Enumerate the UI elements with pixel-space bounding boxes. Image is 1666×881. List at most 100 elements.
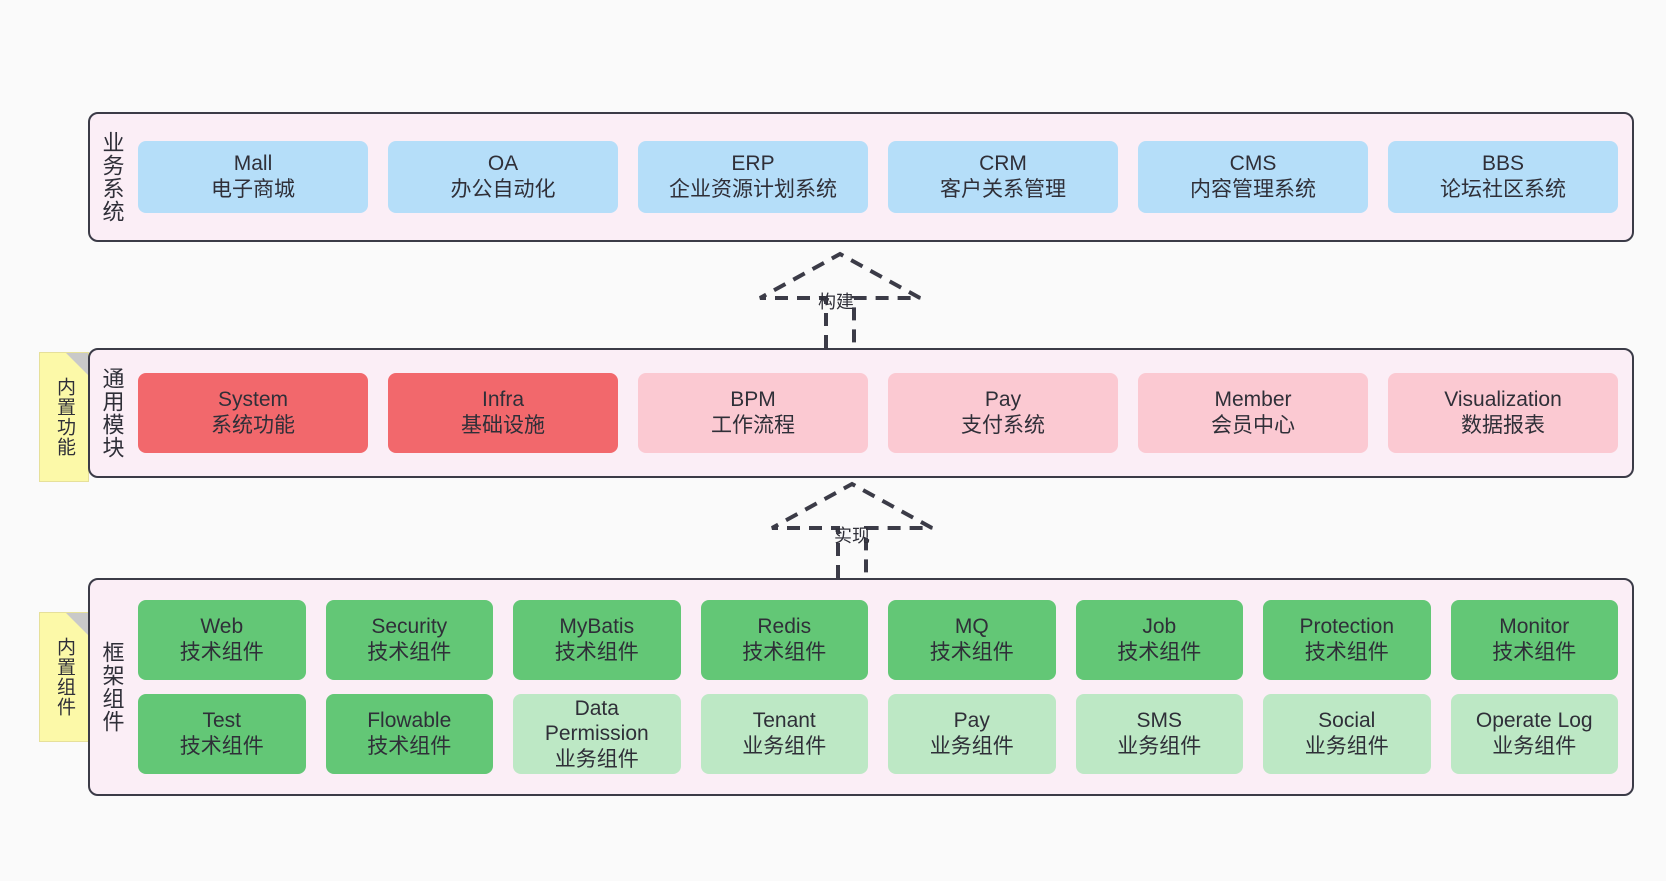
node-subtitle: 技术组件: [179, 641, 264, 664]
sticky-note-builtin-components: 内置组件: [39, 612, 89, 742]
row: System 系统功能 Infra 基础设施 BPM 工作流程 Pay 支付系统…: [138, 373, 1618, 453]
layer-title-framework: 框架组件: [99, 641, 125, 733]
node-title: CRM: [979, 152, 1027, 176]
node-title: System: [217, 388, 288, 412]
node-subtitle: 技术组件: [1492, 641, 1577, 664]
node-data-permission[interactable]: Data Permission 业务组件: [513, 694, 681, 774]
node-cms[interactable]: CMS 内容管理系统: [1138, 141, 1368, 213]
node-monitor[interactable]: Monitor 技术组件: [1450, 600, 1618, 680]
node-mq[interactable]: MQ 技术组件: [888, 600, 1056, 680]
connector-build: 构建: [740, 251, 940, 348]
node-subtitle: 电子商城: [211, 178, 295, 201]
node-title: SMS: [1136, 709, 1182, 733]
node-title: Pay: [953, 709, 990, 733]
layer-body-framework: Web 技术组件 Security 技术组件 MyBatis 技术组件 Redi…: [134, 580, 1632, 794]
node-title: Flowable: [367, 709, 452, 733]
node-title: Data Permission: [544, 696, 649, 746]
node-title: OA: [487, 152, 519, 176]
node-title: CMS: [1229, 152, 1277, 176]
node-erp[interactable]: ERP 企业资源计划系统: [638, 141, 868, 213]
node-subtitle: 数据报表: [1461, 414, 1545, 437]
node-subtitle: 办公自动化: [450, 178, 556, 201]
layer-title-business: 业务系统: [99, 131, 125, 223]
generalization-arrow-icon: [759, 251, 921, 348]
node-oa[interactable]: OA 办公自动化: [388, 141, 618, 213]
node-subtitle: 业务组件: [554, 747, 639, 771]
node-subtitle: 业务组件: [1117, 735, 1202, 758]
node-title: Social: [1318, 709, 1376, 733]
node-sms[interactable]: SMS 业务组件: [1075, 694, 1243, 774]
node-subtitle: 业务组件: [1304, 735, 1389, 758]
node-subtitle: 会员中心: [1211, 414, 1295, 437]
node-security[interactable]: Security 技术组件: [325, 600, 493, 680]
node-title: Member: [1214, 388, 1292, 412]
row: Mall 电子商城 OA 办公自动化 ERP 企业资源计划系统 CRM 客户关系…: [138, 141, 1618, 213]
node-subtitle: 客户关系管理: [940, 178, 1066, 201]
node-redis[interactable]: Redis 技术组件: [700, 600, 868, 680]
node-title: Mall: [233, 152, 273, 176]
node-operate-log[interactable]: Operate Log 业务组件: [1450, 694, 1618, 774]
row: Web 技术组件 Security 技术组件 MyBatis 技术组件 Redi…: [138, 600, 1618, 680]
sticky-note-label: 内置组件: [53, 637, 75, 717]
connector-label-implement: 实现: [834, 526, 870, 546]
node-subtitle: 业务组件: [929, 735, 1014, 758]
node-subtitle: 基础设施: [461, 414, 545, 437]
node-subtitle: 企业资源计划系统: [669, 178, 837, 201]
node-tenant[interactable]: Tenant 业务组件: [700, 694, 868, 774]
node-title: BBS: [1481, 152, 1525, 176]
connector-implement: 实现: [752, 481, 952, 578]
layer-common-modules: 通用模块 System 系统功能 Infra 基础设施 BPM 工作流程 Pay…: [88, 348, 1634, 478]
node-mybatis[interactable]: MyBatis 技术组件: [513, 600, 681, 680]
node-subtitle: 技术组件: [1304, 641, 1389, 664]
node-subtitle: 技术组件: [742, 641, 827, 664]
node-web[interactable]: Web 技术组件: [138, 600, 306, 680]
row: Test 技术组件 Flowable 技术组件 Data Permission …: [138, 694, 1618, 774]
node-subtitle: 工作流程: [711, 414, 795, 437]
node-subtitle: 系统功能: [211, 414, 295, 437]
node-title: Security: [371, 615, 448, 639]
layer-body-business: Mall 电子商城 OA 办公自动化 ERP 企业资源计划系统 CRM 客户关系…: [134, 114, 1632, 240]
layer-business-systems: 业务系统 Mall 电子商城 OA 办公自动化 ERP 企业资源计划系统 CRM…: [88, 112, 1634, 242]
node-infra[interactable]: Infra 基础设施: [388, 373, 618, 453]
node-system[interactable]: System 系统功能: [138, 373, 368, 453]
node-title: MyBatis: [559, 615, 635, 639]
node-subtitle: 业务组件: [1492, 735, 1577, 758]
node-title: Redis: [757, 615, 812, 639]
node-subtitle: 技术组件: [179, 735, 264, 758]
node-bpm[interactable]: BPM 工作流程: [638, 373, 868, 453]
node-protection[interactable]: Protection 技术组件: [1263, 600, 1431, 680]
node-pay-component[interactable]: Pay 业务组件: [888, 694, 1056, 774]
node-title: Monitor: [1499, 615, 1570, 639]
node-flowable[interactable]: Flowable 技术组件: [325, 694, 493, 774]
node-subtitle: 支付系统: [961, 414, 1045, 437]
node-bbs[interactable]: BBS 论坛社区系统: [1388, 141, 1618, 213]
node-title: Job: [1142, 615, 1177, 639]
node-social[interactable]: Social 业务组件: [1263, 694, 1431, 774]
node-title: ERP: [731, 152, 775, 176]
node-pay[interactable]: Pay 支付系统: [888, 373, 1118, 453]
node-title: BPM: [730, 388, 776, 412]
node-title: Infra: [481, 388, 525, 412]
node-crm[interactable]: CRM 客户关系管理: [888, 141, 1118, 213]
node-subtitle: 内容管理系统: [1190, 178, 1316, 201]
node-mall[interactable]: Mall 电子商城: [138, 141, 368, 213]
node-test[interactable]: Test 技术组件: [138, 694, 306, 774]
layer-body-modules: System 系统功能 Infra 基础设施 BPM 工作流程 Pay 支付系统…: [134, 350, 1632, 476]
node-subtitle: 技术组件: [367, 641, 452, 664]
node-title: Tenant: [752, 709, 816, 733]
generalization-arrow-icon: [771, 481, 933, 578]
node-member[interactable]: Member 会员中心: [1138, 373, 1368, 453]
node-title: Pay: [984, 388, 1022, 412]
node-title: Visualization: [1444, 388, 1562, 412]
node-subtitle: 论坛社区系统: [1440, 178, 1566, 201]
node-visualization[interactable]: Visualization 数据报表: [1388, 373, 1618, 453]
node-subtitle: 技术组件: [929, 641, 1014, 664]
node-title: Test: [202, 709, 241, 733]
node-subtitle: 业务组件: [742, 735, 827, 758]
sticky-note-builtin-features: 内置功能: [39, 352, 89, 482]
sticky-note-label: 内置功能: [53, 377, 75, 457]
node-subtitle: 技术组件: [367, 735, 452, 758]
node-job[interactable]: Job 技术组件: [1075, 600, 1243, 680]
connector-label-build: 构建: [818, 292, 854, 312]
node-title: Web: [200, 615, 244, 639]
